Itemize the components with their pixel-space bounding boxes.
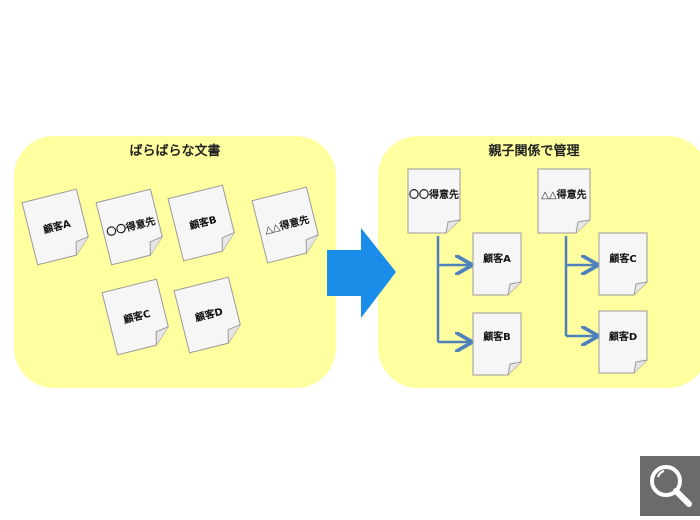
connector-group-1 (436, 236, 470, 342)
right-panel-title: 親子関係で管理 (488, 144, 580, 159)
doc-customer-c: 顧客C (101, 278, 173, 356)
doc-parent-oo: 〇〇得意先 (407, 168, 461, 234)
zoom-button[interactable] (640, 456, 700, 516)
doc-triangle-tokuisaki: △△得意先 (251, 186, 323, 264)
left-panel-title: ばらばらな文書 (129, 144, 221, 159)
doc-child-customer-d: 顧客D (598, 310, 648, 374)
doc-customer-d: 顧客D (173, 276, 245, 354)
transform-arrow (327, 228, 396, 318)
doc-customer-b: 顧客B (167, 184, 239, 262)
doc-parent-triangle: △△得意先 (537, 168, 591, 234)
doc-child-customer-c: 顧客C (598, 232, 648, 296)
magnifier-icon (650, 465, 692, 507)
doc-child-customer-b: 顧客B (472, 312, 522, 376)
doc-customer-a: 顧客A (21, 188, 93, 266)
doc-oo-tokuisaki: 〇〇得意先 (95, 188, 167, 266)
connector-group-2 (564, 236, 596, 336)
left-panel: ばらばらな文書 (14, 136, 336, 388)
doc-child-customer-a: 顧客A (472, 232, 522, 296)
